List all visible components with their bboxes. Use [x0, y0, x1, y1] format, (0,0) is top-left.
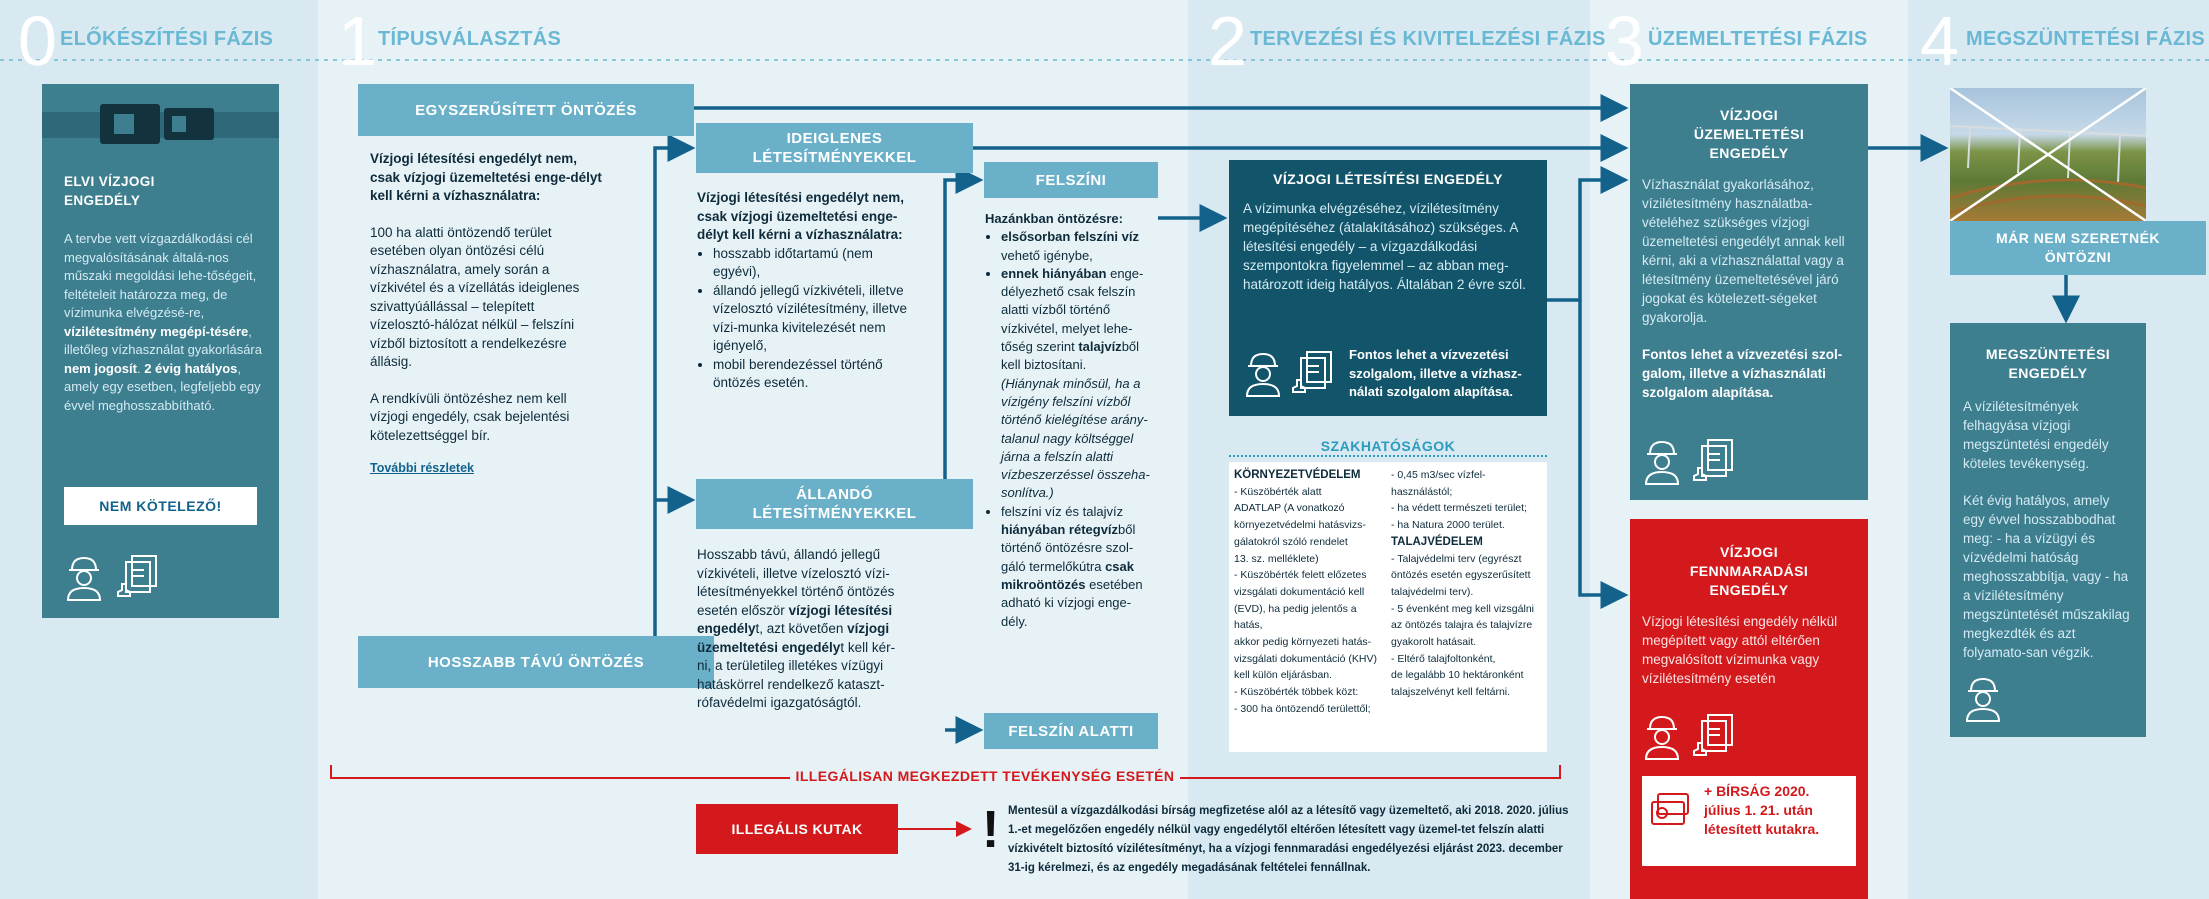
document-stamp-icon [116, 552, 162, 603]
phase-3-number: 3 [1605, 2, 1644, 80]
temporary-facilities-header[interactable]: IDEIGLENES LÉTESÍTMÉNYEKKEL [696, 123, 973, 173]
simplified-irrigation-text: Vízjogi létesítési engedélyt nem, csak v… [370, 151, 602, 475]
env-protection-title: KÖRNYEZETVÉDELEM [1234, 469, 1361, 481]
phase-4-number: 4 [1920, 2, 1959, 80]
phase-2-title: TERVEZÉSI ÉS KIVITELEZÉSI FÁZIS [1250, 28, 1606, 50]
permanent-facilities-text: Hosszabb távú, állandó jellegű vízkivéte… [697, 547, 896, 710]
elvi-permit-body: A tervbe vett vízgazdálkodási cél megval… [64, 231, 262, 413]
worker-icon [1642, 436, 1682, 491]
illegal-notice-text: Mentesül a vízgazdálkodási bírság megfiz… [1008, 805, 1569, 874]
document-stamp-icon [1291, 348, 1337, 399]
long-term-irrigation-header[interactable]: HOSSZABB TÁVÚ ÖNTÖZÉS [358, 636, 714, 688]
worker-icon [1642, 711, 1682, 766]
authorities-title: SZAKHATÓSÁGOK [1320, 438, 1456, 454]
operation-permit-card: VÍZJOGI ÜZEMELTETÉSI ENGEDÉLY Vízhasznál… [1630, 84, 1868, 500]
permanent-facilities-header[interactable]: ÁLLANDÓ LÉTESÍTMÉNYEKKEL [696, 479, 973, 529]
worker-icon [1963, 673, 2003, 728]
temporary-bullets: hosszabb időtartamú (nem egyévi), álland… [697, 245, 909, 393]
phase-0-title: ELŐKÉSZÍTÉSI FÁZIS [60, 28, 274, 50]
surface-water-header[interactable]: FELSZÍNI [984, 162, 1158, 198]
pipe-illustration [42, 104, 279, 144]
phase-2-number: 2 [1208, 2, 1247, 80]
phase-4-title: MEGSZÜNTETÉSI FÁZIS [1966, 28, 2206, 50]
phase-1-number: 1 [338, 2, 377, 80]
construction-permit-title: VÍZJOGI LÉTESÍTÉSI ENGEDÉLY [1273, 171, 1503, 187]
underground-water-header[interactable]: FELSZÍN ALATTI [984, 713, 1158, 749]
not-mandatory-button[interactable]: NEM KÖTELEZŐ! [64, 487, 257, 525]
termination-permit-p1: A vízilétesítmények felhagyása vízjogi m… [1963, 399, 2109, 471]
retention-permit-card: VÍZJOGI FENNMARADÁSI ENGEDÉLY Vízjogi lé… [1630, 519, 1868, 899]
operation-permit-body: Vízhasználat gyakorlásához, vízilétesítm… [1642, 177, 1845, 325]
authorities-dotted-line [1229, 455, 1547, 457]
construction-permit-card: VÍZJOGI LÉTESÍTÉSI ENGEDÉLY A vízimunka … [1229, 160, 1547, 416]
elvi-permit-card: ELVI VÍZJOGI ENGEDÉLY A tervbe vett vízg… [42, 84, 279, 618]
no-longer-irrigate-caption: MÁR NEM SZERETNÉK ÖNTÖZNI [1950, 221, 2206, 275]
termination-permit-card: MEGSZÜNTETÉSI ENGEDÉLY A vízilétesítmény… [1950, 323, 2146, 737]
soil-protection-title: TALAJVÉDELEM [1391, 535, 1483, 548]
more-details-link[interactable]: További részletek [370, 461, 474, 475]
phase-1-title: TÍPUSVÁLASZTÁS [378, 28, 562, 50]
authorities-box [1229, 462, 1547, 752]
fine-text: + BÍRSÁG 2020. július 1. 21. után létesí… [1704, 783, 1820, 837]
env-protection-column: KÖRNYEZETVÉDELEM - Küszöbérték alatt ADA… [1234, 469, 1377, 715]
document-stamp-icon [1692, 711, 1738, 762]
surface-water-text: Hazánkban öntözésre: elsősorban felszíni… [985, 210, 1157, 631]
irrigation-photo [1950, 88, 2146, 221]
illegal-wells-button[interactable]: ILLEGÁLIS KUTAK [696, 804, 898, 854]
wallet-icon [1648, 790, 1696, 835]
phase-0-number: 0 [18, 2, 57, 80]
termination-permit-title: MEGSZÜNTETÉSI ENGEDÉLY [1985, 346, 2111, 381]
phase-3-title: ÜZEMELTETÉSI FÁZIS [1648, 28, 1868, 50]
elvi-permit-title: ELVI VÍZJOGI ENGEDÉLY [64, 174, 155, 208]
temporary-facilities-text: Vízjogi létesítési engedélyt nem, csak v… [697, 189, 909, 393]
soil-protection-column: - 0,45 m3/sec vízfel- használástól; - ha… [1391, 469, 1534, 699]
termination-permit-p2: Két évig hatályos, amely egy évvel hossz… [1963, 493, 2130, 660]
worker-icon [64, 552, 104, 607]
retention-permit-title: VÍZJOGI FENNMARADÁSI ENGEDÉLY [1689, 544, 1809, 598]
fine-box: + BÍRSÁG 2020. július 1. 21. után létesí… [1642, 776, 1856, 866]
document-stamp-icon [1692, 436, 1738, 487]
operation-permit-note: Fontos lehet a vízvezetési szol-galom, i… [1642, 347, 1843, 400]
worker-icon [1243, 348, 1283, 403]
simplified-irrigation-header[interactable]: EGYSZERŰSÍTETT ÖNTÖZÉS [358, 84, 694, 136]
operation-permit-title: VÍZJOGI ÜZEMELTETÉSI ENGEDÉLY [1693, 107, 1805, 161]
illegal-activity-banner: ILLEGÁLISAN MEGKEZDETT TEVÉKENYSÉG ESETÉ… [795, 768, 1175, 784]
construction-permit-note: Fontos lehet a vízvezetési szolgalom, il… [1349, 347, 1522, 399]
exclamation-icon: ! [982, 801, 1000, 859]
construction-permit-body: A vízimunka elvégzéséhez, vízilétesítmén… [1243, 201, 1526, 292]
retention-permit-body: Vízjogi létesítési engedély nélkül megép… [1642, 614, 1838, 686]
